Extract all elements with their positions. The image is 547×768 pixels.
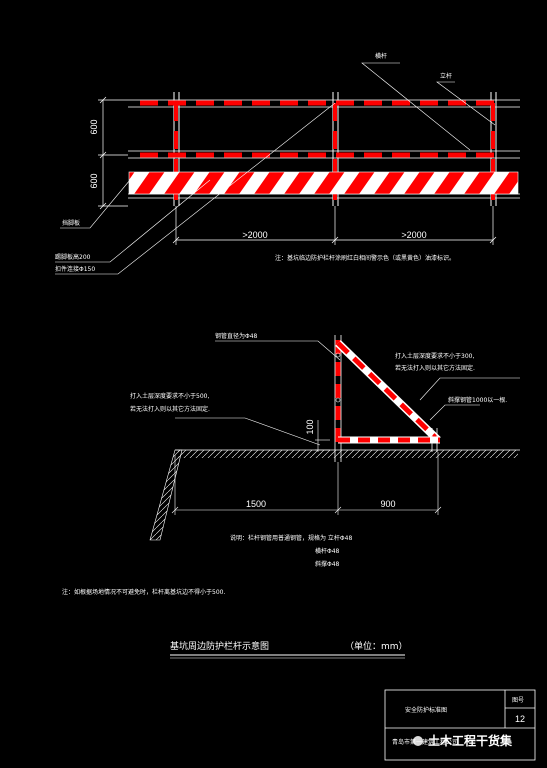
label-toe-board: 挡脚板 [62,219,80,227]
watermark: 土木工程干货集 [413,733,513,748]
toe-board [128,171,519,195]
title-unit: （单位：mm） [345,640,408,652]
plan-dimension-horizontal [172,206,497,245]
plan-note: 注：基坑临边防护栏杆涂刷红白相间警示色（或黑黄色）油漆标识。 [275,254,455,262]
watermark-text: 土木工程干货集 [428,733,513,748]
section-view: 钢管直径为Φ48 打入土层深度要求不小于300, 若无法打入则以其它方法固定. … [130,332,520,568]
label-steel-pipe: 钢管直径为Φ48 [215,332,258,340]
ground-line [149,449,520,541]
section-dim-horizontal [171,452,442,515]
title-block-sheet-label: 图号 [512,697,524,704]
spec-line-3: 斜撑Φ48 [315,560,340,568]
label-horizontal-bar: 横杆 [375,52,387,60]
label-post-spacing: 扣件连接Φ150 [55,265,95,273]
drawing-title: 基坑周边防护栏杆示意图 （单位：mm） [170,640,408,659]
title-block-name: 安全防护标准图 [405,706,447,714]
plan-dim-span-left: >2000 [242,230,267,240]
title-block [384,689,536,761]
plan-warning-rails [140,100,500,200]
plan-leaders [55,62,496,275]
bottom-note: 注：如根据场地情况不可避免时，栏杆离基坑边不得小于500. [62,588,225,596]
section-dim-height [315,420,330,452]
section-bottom-bar [335,352,440,452]
section-dim-setback: 1500 [246,499,266,509]
section-dim-base: 900 [380,499,395,509]
section-leaders [175,340,520,446]
plan-dimension-vertical [98,96,128,210]
section-brace [335,340,441,443]
label-left-1: 打入土层深度要求不小于500, [130,392,209,400]
plan-dim-lower: 600 [89,173,99,188]
label-right-top-1: 打入土层深度要求不小于300, [395,352,474,360]
label-left-2: 若无法打入则以其它方法固定. [130,405,210,413]
plan-view: 600 600 >2000 >2000 横杆 立杆 挡脚板 踢脚板高200 扣件… [55,52,520,275]
label-brace: 斜撑钢管1000以一根. [448,396,507,404]
spec-line-1: 说明：栏杆钢管用普通钢管，规格为 立杆Φ48 [230,534,352,542]
section-dim-height-value: 100 [305,419,315,434]
plan-dim-upper: 600 [89,119,99,134]
label-right-top-2: 若无法打入则以其它方法固定. [395,364,475,372]
title-main: 基坑周边防护栏杆示意图 [170,640,269,652]
label-vertical-post: 立杆 [440,72,452,80]
spec-line-2: 横杆Φ48 [315,547,340,555]
plan-dim-span-right: >2000 [401,230,426,240]
title-block-company: 青岛市第一建筑工程公司 [392,738,458,746]
title-block-sheet-number: 12 [515,714,525,724]
label-toe-board-height: 踢脚板高200 [55,253,91,261]
